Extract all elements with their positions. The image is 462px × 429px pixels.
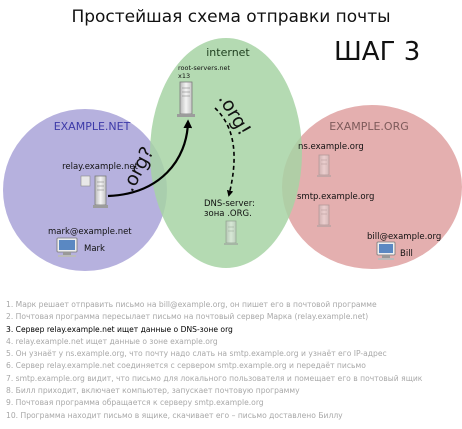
smtp-org-label: smtp.example.org — [297, 192, 374, 202]
example-org-label: EXAMPLE.ORG — [329, 120, 409, 133]
steps-list: 1. Марк решает отправить письмо на bill@… — [6, 299, 458, 422]
server-icon — [80, 175, 108, 208]
answer-arrow — [214, 107, 235, 197]
relay-server: relay.example.net — [62, 162, 139, 208]
root-server-sublabel: x13 — [178, 72, 190, 80]
dns-zone-label: зона .ORG. — [204, 209, 252, 219]
step-item: 10. Программа находит письмо в ящике, ск… — [6, 410, 343, 420]
internet-label: internet — [206, 46, 250, 59]
computer-icon — [376, 241, 396, 260]
query-arrow — [107, 119, 193, 198]
page-title: Простейшая схема отправки почты — [71, 7, 390, 27]
root-server: root-servers.net x13 — [177, 64, 231, 117]
bill-email: bill@example.org — [367, 232, 441, 242]
step-item: 9. Почтовая программа обращается к серве… — [6, 398, 264, 408]
step-item: 2. Почтовая программа пересылает письмо … — [6, 312, 369, 322]
example-org-cloud — [282, 105, 462, 269]
root-server-label: root-servers.net — [178, 64, 231, 72]
step-item: 7. smtp.example.org видит, что письмо дл… — [6, 373, 423, 383]
step-item: 6. Сервер relay.example.net соединяется … — [6, 361, 366, 371]
step-item: 4. relay.example.net ищет данные о зоне … — [6, 336, 218, 346]
example-net-label: EXAMPLE.NET — [54, 120, 131, 133]
step-item: 8. Билл приходит, включает компьютер, за… — [6, 386, 300, 396]
bill-name: Bill — [400, 249, 413, 259]
step-item: 5. Он узнаёт у ns.example.org, что почту… — [6, 349, 387, 359]
computer-icon — [56, 237, 78, 257]
server-icon — [224, 220, 238, 245]
bill-host: bill@example.org Bill — [367, 232, 441, 260]
ns-org-host: ns.example.org — [298, 142, 364, 177]
relay-label: relay.example.net — [62, 162, 139, 172]
step-item: 1. Марк решает отправить письмо на bill@… — [6, 300, 377, 309]
server-icon — [177, 81, 195, 117]
dns-server-label: DNS-server: — [204, 199, 255, 209]
mark-email: mark@example.net — [48, 227, 132, 237]
dns-server: DNS-server: зона .ORG. — [204, 199, 255, 245]
mark-name: Mark — [84, 244, 105, 254]
smtp-org-host: smtp.example.org — [297, 192, 374, 227]
server-icon — [317, 154, 331, 177]
server-icon — [317, 204, 331, 227]
ns-org-label: ns.example.org — [298, 142, 364, 152]
step-label: ШАГ 3 — [334, 37, 420, 67]
mark-host: mark@example.net Mark — [48, 227, 132, 257]
example-net-cloud — [3, 109, 167, 271]
step-item: 3. Сервер relay.example.net ищет данные … — [6, 324, 233, 334]
